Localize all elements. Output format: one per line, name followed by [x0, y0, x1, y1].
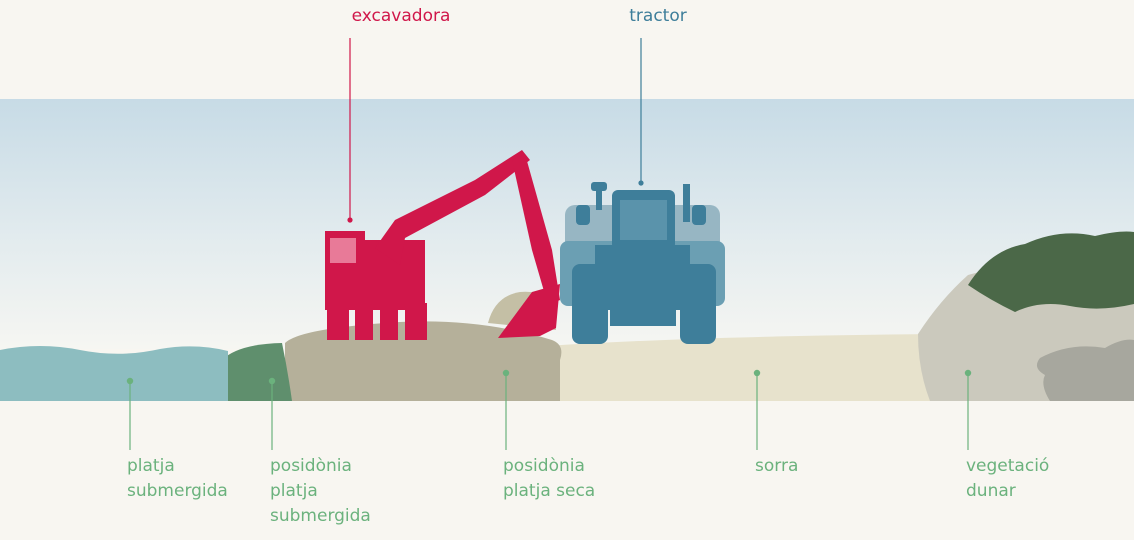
zone-label-line: platja — [127, 456, 175, 476]
zone-label-line: posidònia — [503, 456, 585, 476]
zone-label-line: sorra — [755, 456, 799, 476]
zone-label-line: posidònia — [270, 456, 352, 476]
zone-label-line: platja seca — [503, 481, 596, 501]
zone-label-line: platja — [270, 481, 318, 501]
zone-label-line: vegetació — [966, 456, 1050, 476]
vegetacio-dunar-dot — [964, 369, 972, 377]
zone-label-line: submergida — [127, 481, 228, 501]
zone-label-sorra: sorra — [755, 454, 798, 479]
sea-zone — [0, 346, 228, 401]
zone-label-line: submergida — [270, 506, 371, 526]
dune-vegetation-shadow — [1036, 339, 1134, 401]
zone-label-posidonia-platja-seca: posidònia platja seca — [503, 454, 595, 504]
zone-label-posidonia-platja-submergida: posidònia platja submergida — [270, 454, 371, 529]
posidonia-dry-mound — [285, 321, 562, 401]
tractor-leader-dot — [638, 180, 644, 186]
tractor-icon — [560, 182, 725, 344]
excavator-label: excavadora — [351, 6, 451, 26]
zone-label-line: dunar — [966, 481, 1016, 501]
dune-vegetation — [968, 231, 1134, 312]
posidonia-submerged-zone — [222, 343, 292, 401]
platja-submergida-dot — [126, 377, 134, 385]
excavator-leader-dot — [347, 217, 353, 223]
sorra-dot — [753, 369, 761, 377]
excavator-window — [330, 238, 356, 263]
posidonia-submergida-dot — [268, 377, 276, 385]
sand-zone — [545, 334, 940, 401]
tractor-label: tractor — [629, 6, 687, 26]
zone-label-vegetacio-dunar: vegetació dunar — [966, 454, 1049, 504]
posidonia-seca-dot — [502, 369, 510, 377]
zone-label-platja-submergida: platja submergida — [127, 454, 228, 504]
